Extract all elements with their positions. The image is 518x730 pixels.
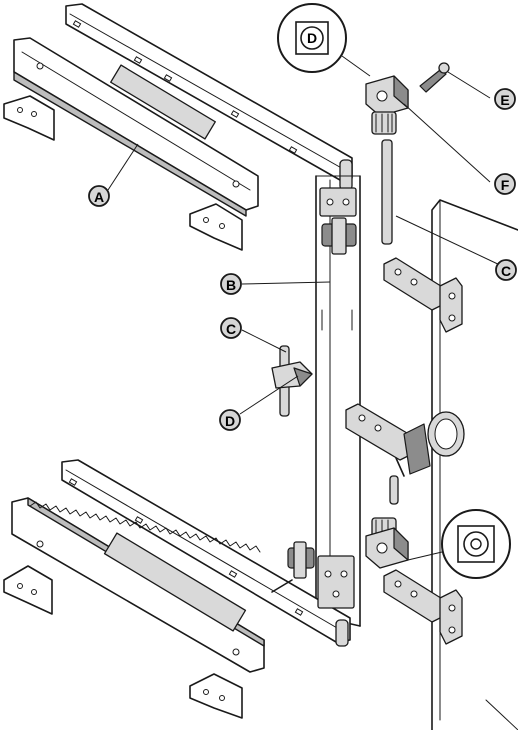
svg-text:F: F: [501, 177, 510, 193]
svg-text:A: A: [94, 189, 104, 205]
callout-c-right: C: [495, 259, 517, 281]
bracket-upper-left: [3, 95, 55, 141]
callout-e: E: [494, 88, 516, 110]
callout-a: A: [88, 185, 110, 207]
bracket-upper-right: [189, 203, 243, 251]
svg-text:E: E: [500, 92, 509, 108]
callout-c-left: C: [220, 317, 242, 339]
svg-text:C: C: [226, 321, 236, 337]
rod-connector-bottom: [365, 517, 409, 569]
svg-text:C: C: [501, 263, 511, 279]
leader-lines: [107, 71, 503, 415]
upper-rail-assembly: [3, 3, 353, 251]
hinge-upper: [383, 257, 463, 333]
detail-symbol: D: [307, 30, 317, 46]
hinge-middle: [345, 403, 465, 477]
lower-rail-assembly: [3, 459, 351, 719]
detail-circle-bottom: [407, 509, 511, 579]
svg-text:B: B: [226, 277, 236, 293]
screw-e: [419, 62, 450, 93]
hinge-lower: [383, 569, 463, 645]
bracket-lower-right: [189, 673, 243, 719]
callout-d: D: [219, 409, 241, 431]
lower-door-plate: [271, 541, 355, 609]
detail-circle-top: D: [277, 3, 371, 77]
svg-text:D: D: [225, 413, 235, 429]
rod-clip: [271, 361, 313, 389]
callout-f: F: [494, 173, 516, 195]
bracket-lower-left: [3, 565, 53, 615]
callout-b: B: [220, 273, 242, 295]
upper-door-plate: [319, 187, 357, 255]
rod-connector-top: [365, 75, 409, 135]
